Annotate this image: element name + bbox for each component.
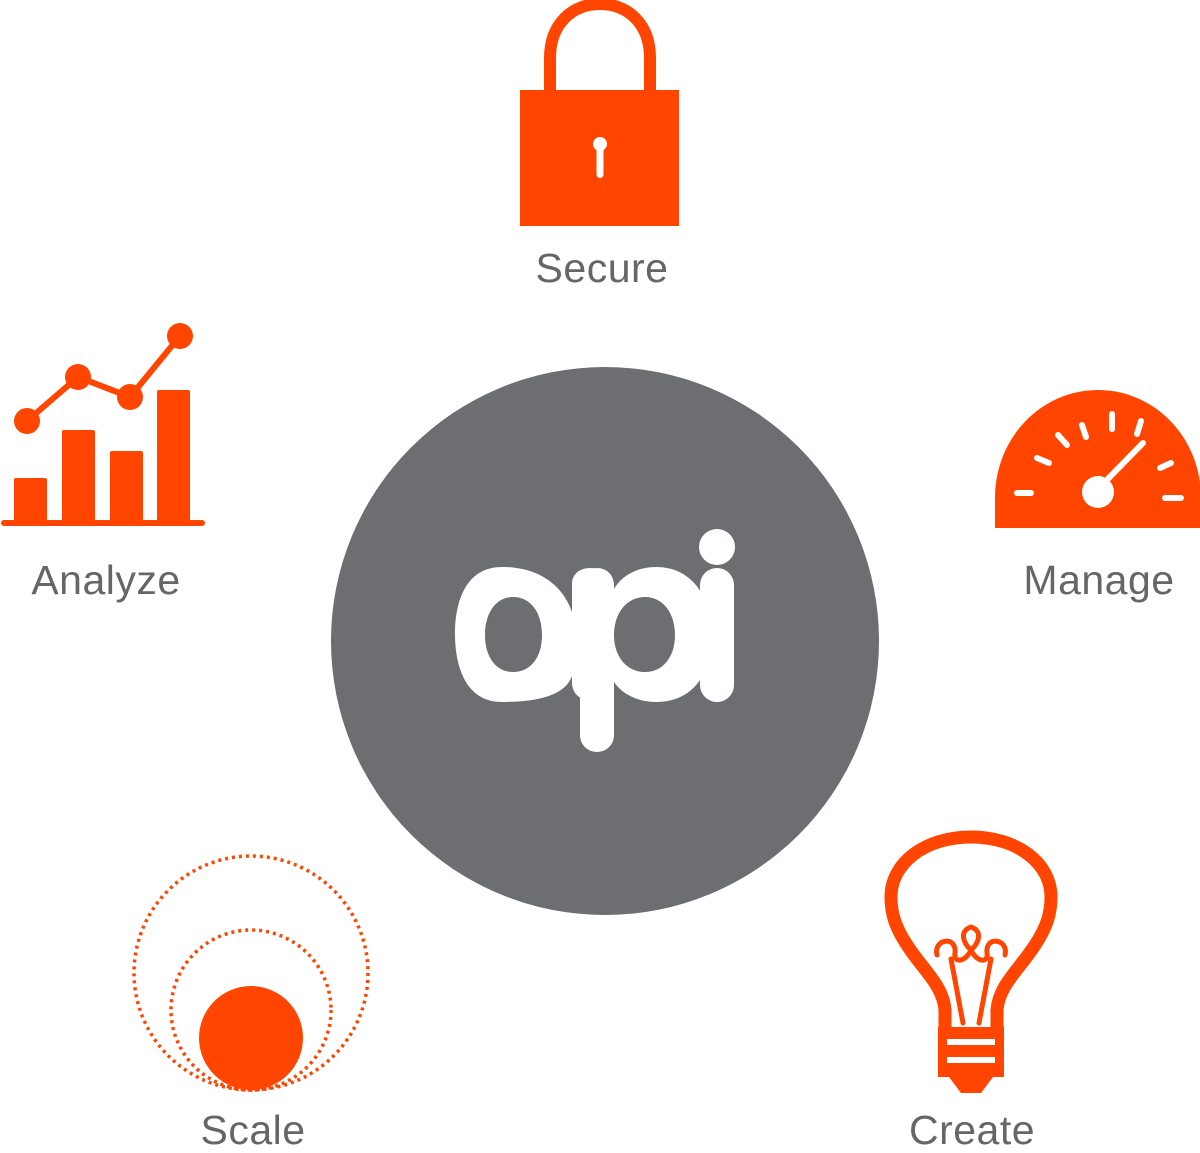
lightbulb-icon	[884, 830, 1058, 1093]
node-label-scale: Scale	[200, 1107, 306, 1153]
bar-line-chart-icon	[1, 323, 205, 526]
node-label-create: Create	[908, 1107, 1036, 1153]
node-label-manage: Manage	[1023, 557, 1175, 603]
node-label-secure: Secure	[535, 245, 669, 291]
padlock-icon	[520, 0, 679, 226]
concentric-circles-icon	[132, 854, 370, 1092]
node-label-analyze: Analyze	[31, 557, 181, 603]
speedometer-icon	[995, 390, 1200, 528]
